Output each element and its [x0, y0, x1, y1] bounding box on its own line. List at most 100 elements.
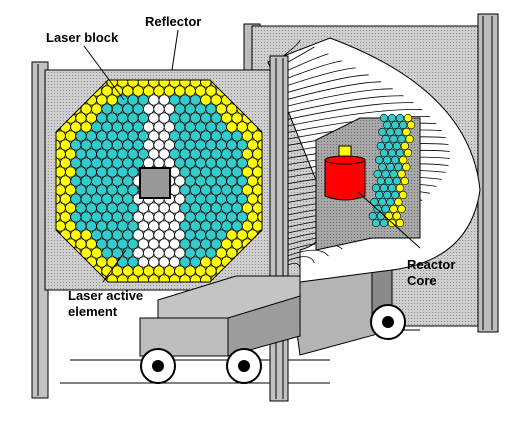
laser-element [65, 166, 77, 178]
laser-element [96, 94, 108, 106]
laser-element [179, 202, 191, 214]
laser-element [111, 103, 123, 115]
laser-element [247, 211, 259, 223]
far-laser-element [379, 148, 389, 158]
laser-element [174, 229, 186, 241]
laser-element [184, 175, 196, 187]
laser-element [132, 229, 144, 241]
laser-element [174, 193, 186, 205]
laser-element [137, 202, 149, 214]
laser-element [200, 94, 212, 106]
laser-element [200, 184, 212, 196]
laser-element [205, 139, 217, 151]
laser-element [132, 121, 144, 133]
rear-support-block [289, 257, 406, 356]
laser-element [163, 265, 175, 277]
laser-element [19, 176, 29, 186]
laser-element [56, 184, 66, 196]
laser-element [174, 265, 186, 277]
laser-element [163, 229, 175, 241]
laser-element [70, 139, 82, 151]
laser-element [163, 103, 175, 115]
laser-element [200, 166, 212, 178]
laser-element [56, 220, 66, 232]
laser-element [106, 238, 118, 250]
laser-element [153, 85, 165, 97]
laser-element [195, 157, 207, 169]
laser-element [137, 256, 149, 268]
far-laser-element [399, 120, 408, 130]
laser-element [205, 103, 217, 115]
laser-element [195, 139, 207, 151]
laser-element [111, 193, 123, 205]
laser-element [221, 202, 233, 214]
laser-element [174, 121, 186, 133]
laser-element [106, 166, 118, 178]
laser-element [80, 211, 92, 223]
laser-element [158, 94, 170, 106]
far-laser-element [368, 211, 377, 221]
laser-element [210, 256, 222, 268]
laser-element [106, 184, 118, 196]
laser-element [101, 157, 113, 169]
far-laser-element [400, 176, 409, 186]
laser-element [70, 229, 82, 241]
laser-element [127, 238, 139, 250]
laser-element [210, 130, 222, 142]
laser-element [91, 139, 103, 151]
laser-element [80, 121, 92, 133]
reflector-rod [269, 109, 423, 130]
laser-element [200, 238, 212, 250]
laser-element [226, 139, 238, 151]
laser-element [96, 148, 108, 160]
laser-element [111, 157, 123, 169]
laser-element [189, 166, 201, 178]
laser-element [231, 166, 243, 178]
laser-element [189, 112, 201, 124]
laser-element [59, 193, 71, 205]
laser-element [174, 175, 186, 187]
laser-element [132, 211, 144, 223]
laser-element [179, 112, 191, 124]
far-laser-element [370, 197, 379, 207]
laser-element [200, 130, 212, 142]
laser-element [137, 112, 149, 124]
laser-element [215, 211, 227, 223]
laser-element [236, 229, 248, 241]
laser-element [19, 230, 29, 240]
laser-element [148, 202, 160, 214]
laser-element [221, 220, 233, 232]
laser-element [111, 175, 123, 187]
laser-element [195, 103, 207, 115]
laser-element [184, 193, 196, 205]
laser-element [85, 238, 97, 250]
laser-element [195, 247, 207, 259]
laser-element [231, 202, 243, 214]
laser-element [127, 256, 139, 268]
laser-element [19, 284, 29, 294]
laser-element [106, 94, 118, 106]
laser-element [91, 175, 103, 187]
laser-element [174, 85, 186, 97]
far-laser-element [384, 211, 393, 221]
laser-element [236, 157, 248, 169]
laser-element [80, 229, 92, 241]
laser-element [252, 166, 262, 178]
laser-element [101, 229, 113, 241]
laser-element [226, 121, 238, 133]
laser-element [252, 202, 262, 214]
laser-element [85, 184, 97, 196]
far-laser-element [379, 113, 389, 123]
laser-element [127, 148, 139, 160]
laser-element [122, 85, 134, 97]
laser-element [91, 247, 103, 259]
laser-element [122, 175, 134, 187]
far-laser-element [383, 155, 392, 165]
laser-element [179, 238, 191, 250]
laser-element [221, 130, 233, 142]
central-channel [139, 167, 171, 199]
laser-element [101, 175, 113, 187]
laser-element [80, 139, 92, 151]
far-laser-element [395, 183, 405, 193]
far-laser-element [386, 127, 395, 137]
